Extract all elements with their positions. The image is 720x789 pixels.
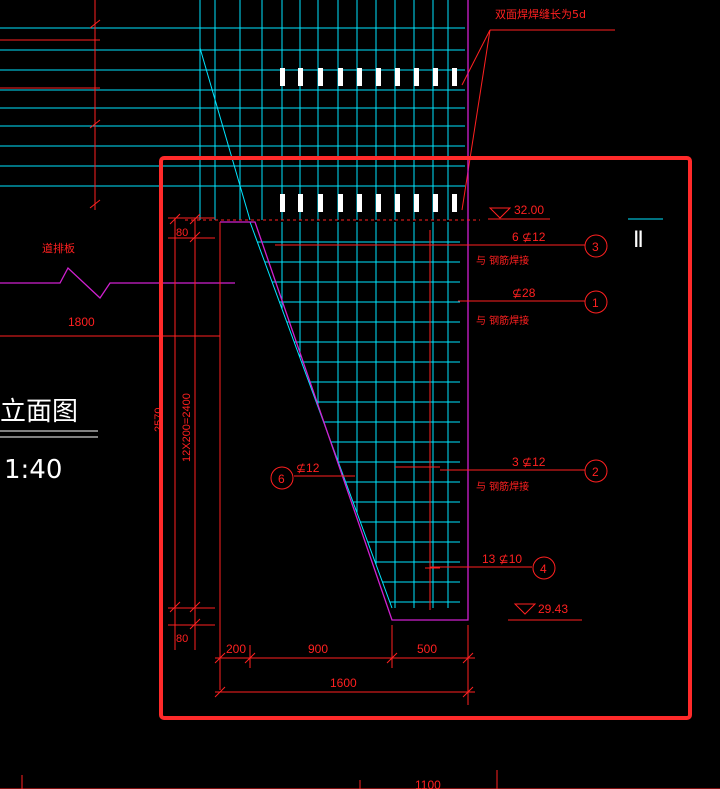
concrete-outline bbox=[0, 0, 469, 621]
dim-1800-text: 1800 bbox=[68, 315, 95, 329]
elevation-bottom: 29.43 bbox=[538, 602, 568, 616]
callout-4-spec: 13 ⊈10 bbox=[482, 552, 522, 566]
upper-rebar-grid bbox=[0, 0, 465, 221]
side-label: 道排板 bbox=[42, 241, 75, 255]
callout-1-bubble bbox=[584, 290, 608, 314]
dim-total-width: 1600 bbox=[330, 676, 357, 690]
upper-left-dimension bbox=[0, 0, 101, 210]
vertical-dimension-chain bbox=[168, 213, 215, 650]
weld-marks-bottom bbox=[280, 194, 457, 212]
callout-3-note: 与 钢筋焊接 bbox=[476, 254, 529, 267]
lower-clip-dimension bbox=[0, 770, 720, 789]
selection-highlight-box bbox=[159, 156, 692, 720]
callout-6-id: 6 bbox=[278, 472, 285, 486]
weld-marks-top bbox=[280, 68, 457, 86]
callout-2-note: 与 钢筋焊接 bbox=[476, 480, 529, 493]
callout-1-spec: ⊈28 bbox=[512, 286, 536, 300]
weld-note-text: 双面焊焊缝长为5d bbox=[495, 7, 586, 21]
callout-2-spec: 3 ⊈12 bbox=[512, 455, 546, 469]
elevation-marker-top bbox=[488, 207, 512, 219]
callout-3-spec: 6 ⊈12 bbox=[512, 230, 546, 244]
callout-6-bubble bbox=[270, 466, 294, 490]
dim-seg-c: 500 bbox=[417, 642, 437, 656]
internal-dimension-lines bbox=[219, 222, 440, 690]
callout-3-id: 3 bbox=[592, 240, 599, 254]
drawing-scale: 1:40 bbox=[4, 455, 62, 485]
callout-1-id: 1 bbox=[592, 296, 599, 310]
callout-1-note: 与 钢筋焊接 bbox=[476, 314, 529, 327]
dim-bottom-80: 80 bbox=[176, 633, 188, 645]
callout-2-bubble bbox=[584, 459, 608, 483]
bottom-dimension-chain bbox=[214, 625, 475, 705]
callout-2-id: 2 bbox=[592, 465, 599, 479]
callout-4-bubble bbox=[532, 556, 556, 580]
dim-bottom-clip: 1100 bbox=[415, 778, 441, 789]
elevation-top: 32.00 bbox=[514, 203, 544, 217]
dim-height-spacing: 12X200=2400 bbox=[181, 393, 193, 462]
callout-6-spec: ⊈12 bbox=[296, 461, 320, 475]
callout-3-bubble bbox=[584, 234, 608, 258]
drawing-title: 立面图 bbox=[0, 397, 78, 427]
dim-seg-b: 900 bbox=[308, 642, 328, 656]
dim-seg-a: 200 bbox=[226, 642, 246, 656]
section-mark: Ⅱ bbox=[633, 228, 644, 253]
elevation-marker-bottom bbox=[513, 603, 537, 615]
callout-4-id: 4 bbox=[540, 562, 547, 576]
weld-note-leader bbox=[461, 29, 615, 211]
dim-top-80: 80 bbox=[176, 227, 188, 239]
